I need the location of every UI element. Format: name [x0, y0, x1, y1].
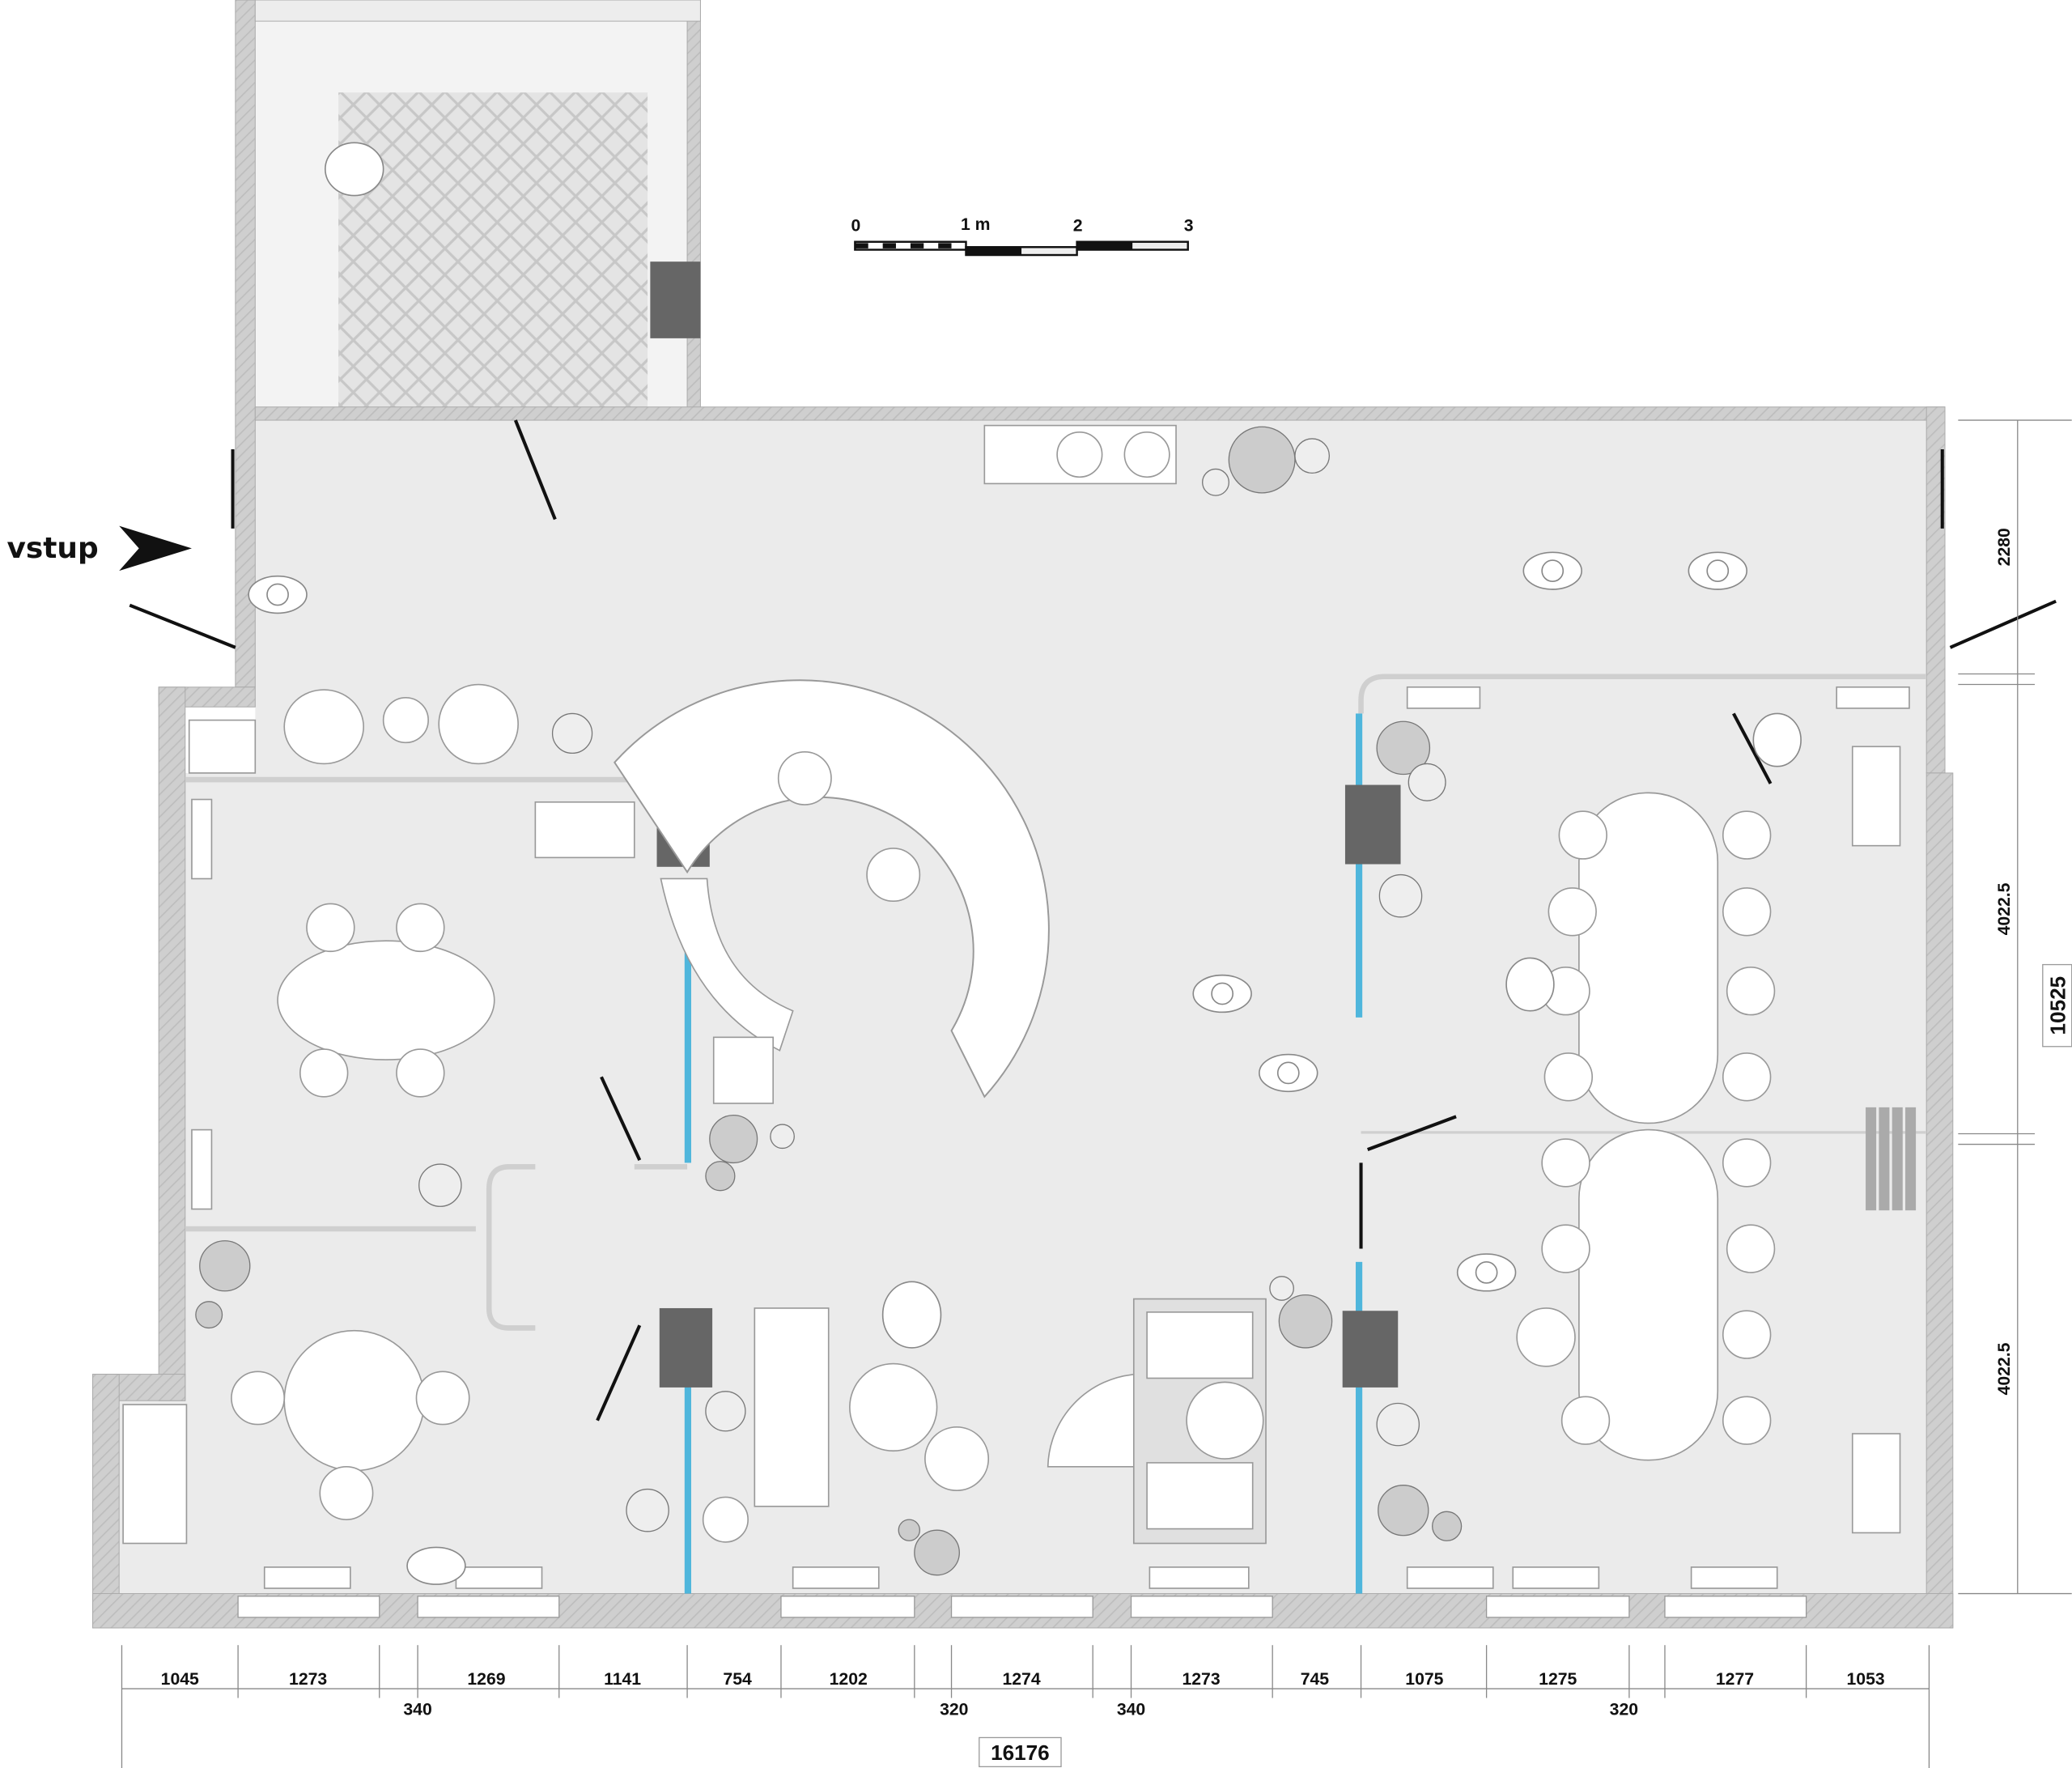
entrance-label: vstup	[6, 532, 98, 565]
doors	[129, 419, 2057, 1422]
scale-tick-3: 3	[1184, 217, 1194, 236]
dim-label: 1273	[1182, 1670, 1220, 1689]
dim-label: 754	[723, 1670, 752, 1689]
dim-label: 1202	[830, 1670, 868, 1689]
dim-label: 1277	[1716, 1670, 1754, 1689]
pier-label: 340	[1117, 1701, 1145, 1719]
total-width-label: 16176	[991, 1740, 1050, 1765]
reception-desk	[614, 679, 1050, 1099]
furniture	[122, 424, 1910, 1589]
entrance-arrow-icon	[119, 525, 192, 572]
right-dimensions	[1958, 419, 2072, 1595]
glass-partitions	[684, 713, 1363, 1594]
dim-label: 4022.5	[1995, 1342, 2014, 1395]
bottom-dimensions	[121, 1645, 1930, 1768]
dim-label: 1053	[1846, 1670, 1884, 1689]
dim-label: 1274	[1002, 1670, 1040, 1689]
people	[248, 142, 1802, 1585]
dim-label: 1075	[1405, 1670, 1443, 1689]
partitions	[185, 674, 1927, 1331]
scale-tick-2: 2	[1073, 217, 1083, 236]
scale-bar: 0 1 m 2 3	[851, 215, 1194, 257]
dim-label: 4022.5	[1995, 882, 2014, 935]
windows	[237, 1596, 1807, 1618]
plants	[195, 426, 1463, 1576]
dim-label: 1273	[289, 1670, 327, 1689]
bottom-dimension-labels: 1045 1273 1269 1141 754 1202 1274 1273 7…	[161, 1670, 1885, 1768]
pier-label: 320	[940, 1701, 968, 1719]
scale-tick-0: 0	[851, 217, 860, 236]
pier-label: 320	[1610, 1701, 1638, 1719]
dim-label: 1045	[161, 1670, 199, 1689]
right-dimension-labels: 2280 4022.5 4022.5 10525	[1995, 528, 2072, 1395]
dim-label: 2280	[1995, 528, 2014, 566]
dim-label: 745	[1301, 1670, 1330, 1689]
dim-label: 1141	[604, 1670, 641, 1689]
dim-label: 1275	[1539, 1670, 1577, 1689]
total-height-label: 10525	[2046, 976, 2070, 1035]
scale-tick-1: 1 m	[961, 215, 991, 234]
pier-label: 340	[403, 1701, 431, 1719]
dim-label: 1269	[467, 1670, 505, 1689]
stairs	[1866, 1107, 1917, 1211]
